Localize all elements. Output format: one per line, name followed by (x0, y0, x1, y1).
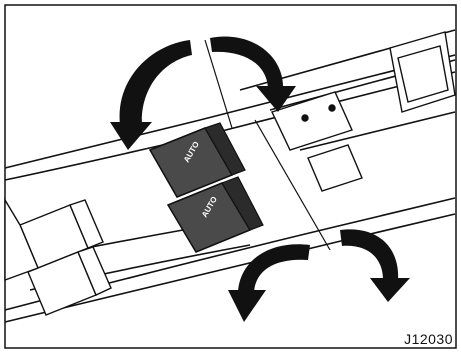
down-right-curved-arrow-lower (340, 229, 410, 302)
figure-code: J12030 (402, 331, 455, 347)
down-left-curved-arrow (228, 244, 310, 322)
mirror-switch (390, 32, 455, 112)
lock-switch (272, 92, 362, 191)
rear-window-switches (5, 200, 111, 315)
down-right-curved-arrow (210, 37, 296, 112)
up-left-curved-arrow (110, 40, 192, 150)
